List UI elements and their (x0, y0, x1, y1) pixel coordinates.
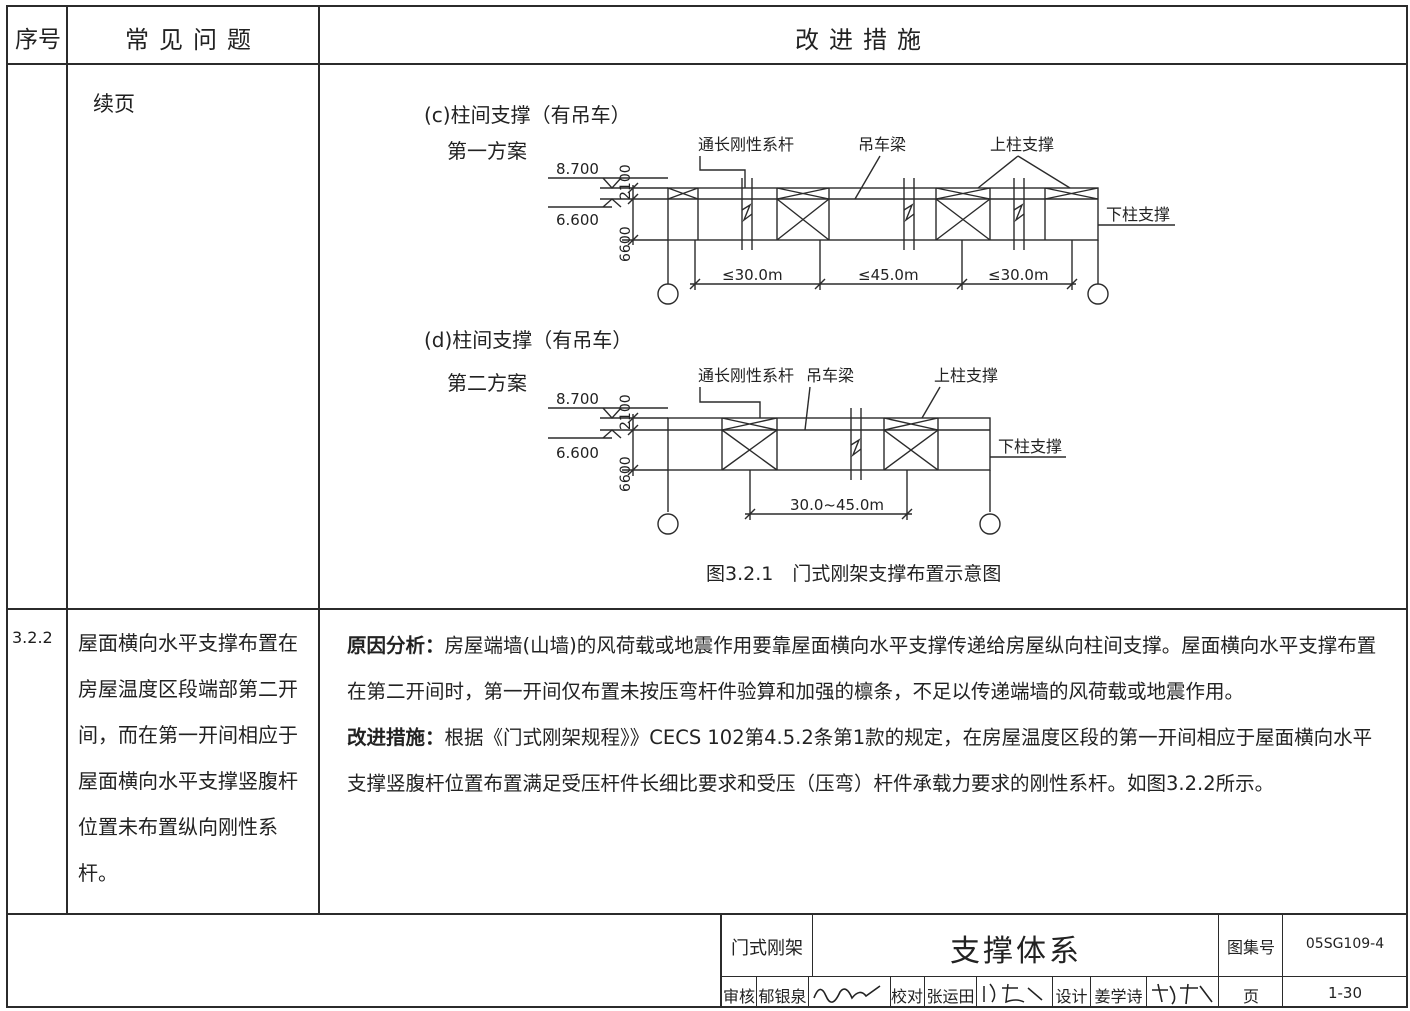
fig-c-frame-outline (667, 187, 1099, 241)
fig-c-span-1: ≤30.0m (722, 266, 783, 284)
figure-caption: 图3.2.1 门式刚架支撑布置示意图 (706, 563, 1001, 585)
fig-d-leader-tie (699, 387, 761, 418)
fig-d-plan: 第二方案 (447, 371, 527, 395)
cause-label: 原因分析： (347, 634, 445, 657)
fig-c-label-upper: 上柱支撑 (990, 135, 1054, 154)
fig-c-lower-brace (776, 198, 830, 241)
fig-c-dim-upper: 2100 (618, 164, 634, 200)
header-bottom-rule (6, 63, 1408, 65)
row1-bottom-rule (6, 608, 1408, 610)
fig-d-upper-brace (721, 417, 778, 431)
fig-d-label-crane: 吊车梁 (806, 366, 854, 385)
fig-d-axis-bubble-left (657, 513, 679, 535)
bracing-diagrams: (c)柱间支撑（有吊车） 第一方案 通长刚性系杆 吊车梁 上柱支撑 下柱支撑 8… (424, 103, 1175, 585)
fig-c-span-2: ≤45.0m (858, 266, 919, 284)
header-measure: 改进措施 (795, 26, 931, 54)
tb-checker-signature (983, 983, 1043, 1004)
fig-d-lower-brace (721, 429, 778, 471)
fig-c-leader-crane (854, 155, 881, 200)
border-right (1406, 5, 1408, 1008)
answer-block: 原因分析：房屋端墙(山墙)的风荷载或地震作用要靠屋面横向水平支撑传递给房屋纵向柱… (347, 623, 1387, 715)
fig-c-upper-brace (667, 187, 699, 200)
fig-d-dim-upper: 2100 (618, 394, 634, 430)
fig-d-break-marks (850, 408, 862, 480)
fig-c-axis-bubble-right (1087, 283, 1109, 305)
measure-block: 改进措施：根据《门式刚架规程》》CECS 102第4.5.2条第1款的规定，在房… (347, 715, 1387, 807)
fig-d-elev-bottom: 6.600 (556, 444, 599, 462)
tb-reviewer-signature (813, 985, 881, 1003)
tb-check-label: 校对 (890, 987, 923, 1006)
measure-label: 改进措施： (347, 726, 445, 749)
border-top (6, 5, 1408, 7)
fig-d-label-lower: 下柱支撑 (998, 437, 1062, 456)
tb-category: 门式刚架 (731, 938, 803, 959)
fig-c-leader-tie (699, 156, 746, 188)
tb-title: 支撑体系 (950, 934, 1082, 969)
row2-bottom-rule (6, 913, 1408, 915)
question-text: 屋面横向水平支撑布置在房屋温度区段端部第二开间，而在第一开间相应于屋面横向水平支… (78, 631, 298, 885)
fig-d-span: 30.0~45.0m (790, 496, 884, 514)
border-left (6, 5, 8, 1008)
fig-c-break-marks (741, 178, 1025, 250)
fig-c-axis-bubble-left (657, 283, 679, 305)
tb-atlas-label: 图集号 (1226, 938, 1275, 957)
fig-c-span-3: ≤30.0m (988, 266, 1049, 284)
tb-page-label: 页 (1242, 987, 1259, 1006)
tb-reviewer: 郁银泉 (758, 987, 807, 1006)
fig-c-elev-bottom: 6.600 (556, 211, 599, 229)
tb-designer: 姜学诗 (1094, 987, 1143, 1006)
fig-c-plan: 第一方案 (447, 139, 527, 163)
fig-c-elev-top: 8.700 (556, 160, 599, 178)
fig-c-leader-upper (977, 155, 1071, 189)
col-divider-no (66, 5, 68, 915)
fig-d-label-upper: 上柱支撑 (934, 366, 998, 385)
fig-d-axis-bubble-right (979, 513, 1001, 535)
tb-design-label: 设计 (1055, 987, 1088, 1006)
fig-d-dim-lower: 6600 (618, 456, 634, 492)
fig-c-title: (c)柱间支撑（有吊车） (424, 103, 631, 127)
header-question: 常见问题 (125, 26, 261, 54)
col-divider-question (318, 5, 320, 915)
fig-d-frame-outline (667, 417, 991, 471)
fig-c-label-crane: 吊车梁 (858, 135, 906, 154)
tb-review-label: 审核 (722, 987, 755, 1006)
tb-checker: 张运田 (926, 987, 975, 1006)
cause-text: 房屋端墙(山墙)的风荷载或地震作用要靠屋面横向水平支撑传递给房屋纵向柱间支撑。屋… (347, 634, 1377, 703)
fig-c-label-lower: 下柱支撑 (1106, 205, 1170, 224)
fig-d-leader-crane (804, 386, 811, 431)
tb-designer-signature (1152, 983, 1213, 1005)
fig-c-dim-lower: 6600 (618, 226, 634, 262)
tb-atlas-no: 05SG109-4 (1305, 936, 1385, 952)
fig-d-title: (d)柱间支撑（有吊车） (424, 328, 632, 352)
measure-text: 根据《门式刚架规程》》CECS 102第4.5.2条第1款的规定，在房屋温度区段… (347, 726, 1373, 795)
tb-page-no: 1-30 (1327, 984, 1363, 1002)
fig-d-label-tie: 通长刚性系杆 (698, 366, 794, 385)
header-no: 序号 (15, 27, 61, 53)
fig-c-label-tie: 通长刚性系杆 (698, 135, 794, 154)
fig-d-leader-upper (921, 386, 941, 419)
continued-note: 续页 (93, 92, 135, 116)
border-bottom (6, 1006, 1408, 1008)
fig-d-elev-top: 8.700 (556, 390, 599, 408)
item-number: 3.2.2 (12, 628, 53, 647)
